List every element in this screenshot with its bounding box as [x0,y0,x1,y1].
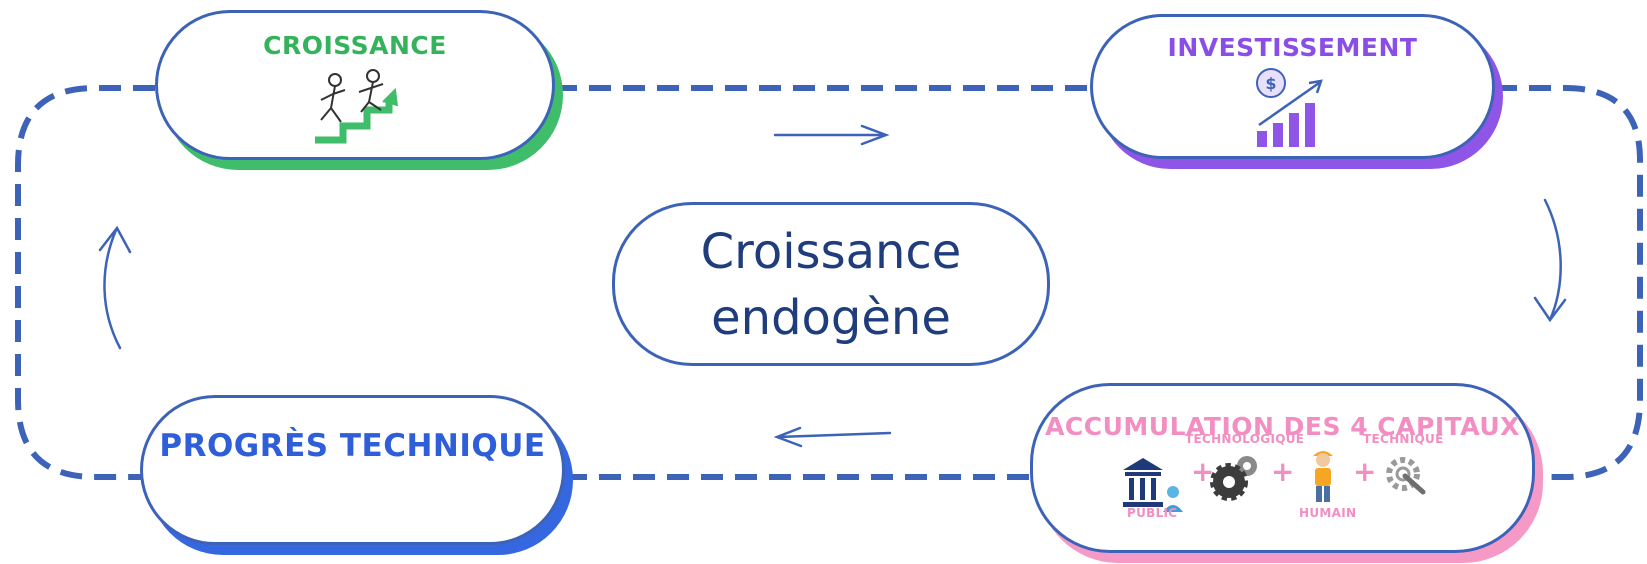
arrow-down [1533,198,1567,323]
rising-bar-chart-dollar-icon: $ [1256,68,1323,147]
capital-label-humain: HUMAIN [1299,506,1357,520]
center-title-line1: Croissance [700,224,962,280]
plus-sign-1: + [1191,455,1215,488]
center-title: Croissance endogène [615,219,1047,351]
worker-icon [1313,451,1333,502]
running-upstairs-icon [315,69,398,144]
arrow-left [773,426,892,448]
gears-icon [1210,456,1257,501]
node-croissance-title: CROISSANCE [263,31,447,60]
capital-label-technique: TECHNIQUE [1363,432,1444,446]
public-building-worker-icon [1123,458,1183,512]
arrow-right [773,124,890,146]
node-investissement: INVESTISSEMENT $ [1090,14,1495,159]
capital-label-technologique: TECHNOLOGIQUE [1185,432,1305,446]
center-title-line2: endogène [711,290,951,346]
node-accumulation: ACCUMULATION DES 4 CAPITAUX + PUBLIC TEC… [1030,383,1535,553]
node-investissement-title: INVESTISSEMENT [1167,33,1418,62]
capital-label-public: PUBLIC [1127,506,1178,520]
wrench-gear-icon [1386,457,1426,495]
plus-sign-2: + [1271,455,1295,488]
node-croissance: CROISSANCE [155,10,555,160]
arrow-up [98,225,132,350]
node-accumulation-title: ACCUMULATION DES 4 CAPITAUX [1045,412,1520,441]
svg-text:$: $ [1265,74,1276,93]
plus-sign-3: + [1353,455,1377,488]
node-center: Croissance endogène [612,202,1050,366]
node-progres-title: PROGRÈS TECHNIQUE [159,428,546,464]
node-progres-technique: PROGRÈS TECHNIQUE [140,395,565,545]
